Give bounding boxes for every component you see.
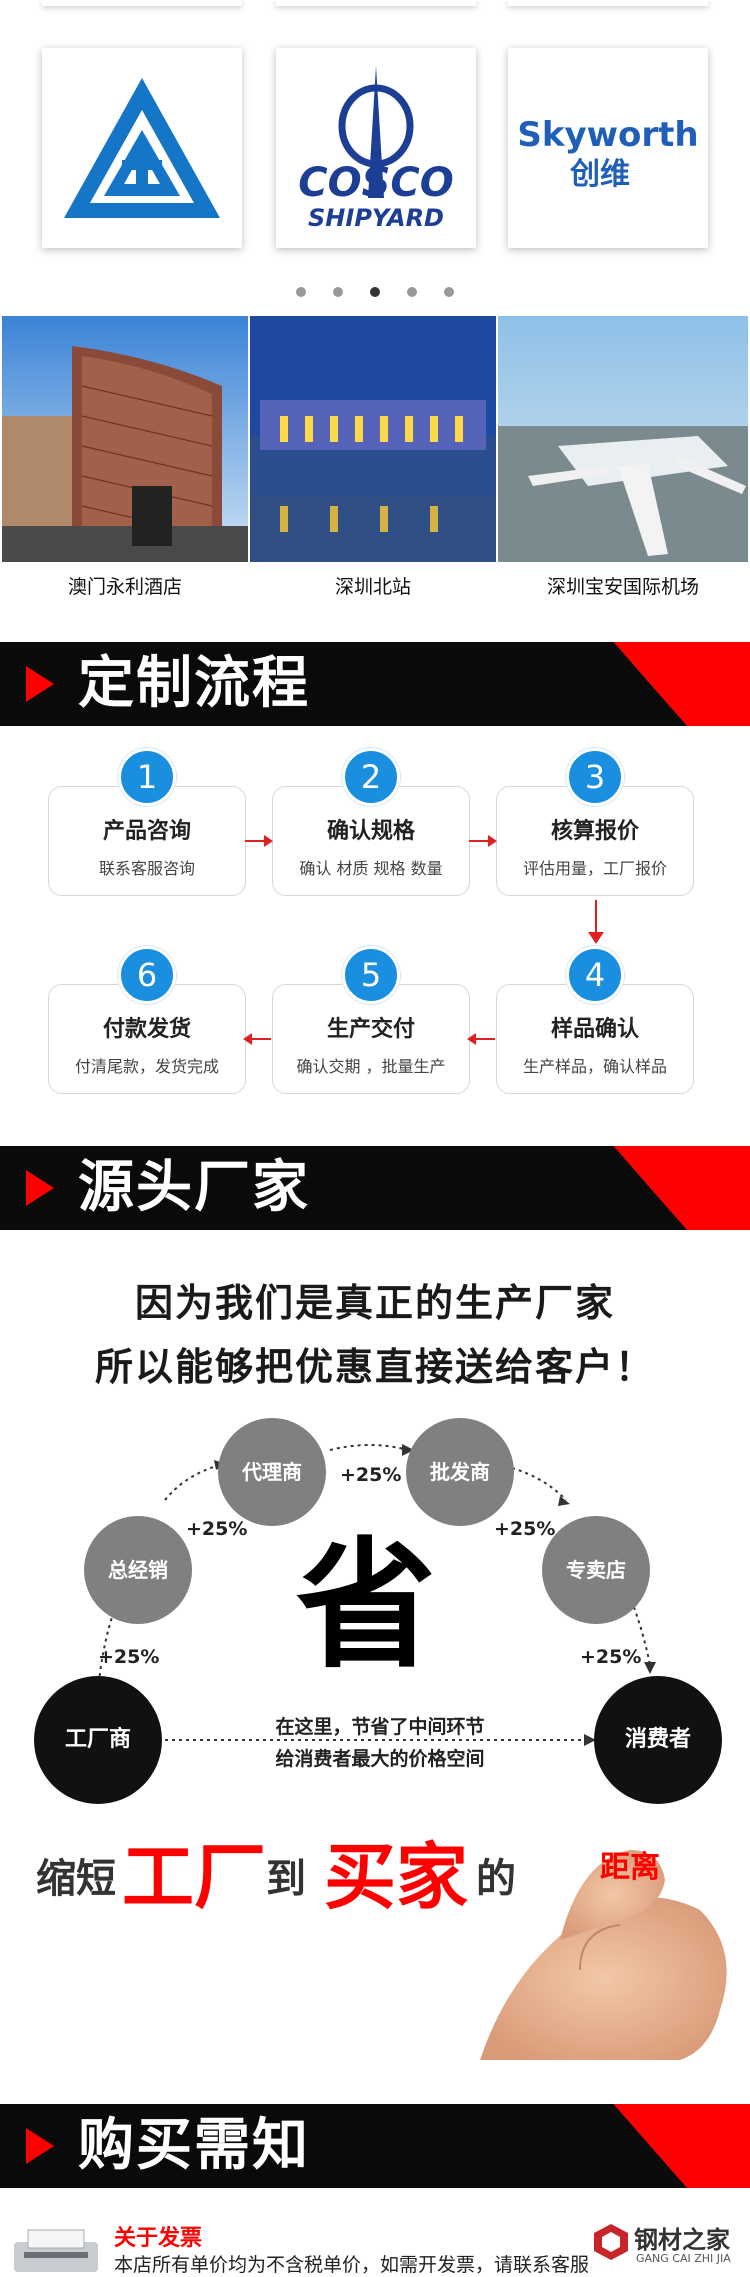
section-title: 定制流程 [78, 651, 310, 716]
card-edge [42, 0, 242, 6]
carousel-dot[interactable] [332, 287, 343, 297]
node-wholesaler: 批发商 [406, 1418, 514, 1526]
markup-label: +25% [494, 1518, 556, 1540]
step-title: 产品咨询 [102, 819, 191, 844]
step-number-badge: 2 [342, 748, 400, 806]
project-photo-baoan-airport [498, 316, 748, 562]
factory-headline-2: 所以能够把优惠直接送给客户！ [94, 1345, 655, 1389]
card-edge [276, 0, 476, 6]
section-title: 源头厂家 [78, 1155, 310, 1220]
svg-text:Skyworth: Skyworth [517, 115, 698, 155]
step-title: 核算报价 [550, 819, 639, 844]
card-edge [508, 0, 708, 6]
play-icon [26, 1170, 54, 1206]
section-banner-purchase: 购买需知 [0, 2104, 750, 2188]
brand-cube-icon [594, 2224, 628, 2260]
printer-icon [14, 2229, 98, 2272]
step-number-badge: 5 [342, 946, 400, 1004]
slogan-part: 买家 [324, 1835, 469, 1919]
carousel-dot[interactable] [295, 287, 306, 297]
step-subtitle: 确认交期 ，批量生产 [296, 1057, 446, 1076]
carousel-dot[interactable] [444, 287, 455, 297]
logo-card-triangle[interactable] [42, 48, 242, 248]
factory-headline-1: 因为我们是真正的生产厂家 [134, 1281, 615, 1325]
step-title: 付款发货 [102, 1017, 191, 1042]
watermark-en: GANG CAI ZHI JIA [636, 2252, 731, 2265]
watermark-cn: 钢材之家 [634, 2226, 730, 2254]
invoice-text: 本店所有单价均为不含税单价，如需开发票，请联系客服 [114, 2254, 590, 2276]
process-step-2: 确认规格 确认 材质 规格 数量 [272, 786, 470, 896]
step-subtitle: 生产样品，确认样品 [522, 1057, 667, 1076]
section-banner-process: 定制流程 [0, 642, 750, 726]
watermark: 钢材之家 GANG CAI ZHI JIA [590, 2218, 750, 2272]
project-photo-wynn [2, 316, 248, 562]
slogan-part: 工厂 [122, 1835, 267, 1919]
cosco-logo: COSCO SHIPYARD [298, 66, 454, 232]
svg-text:COSCO: COSCO [298, 160, 454, 206]
carousel-dots [0, 282, 750, 301]
markup-label: +25% [186, 1518, 248, 1540]
step-title: 样品确认 [550, 1017, 639, 1042]
section-title: 购买需知 [78, 2113, 310, 2178]
savings-note-1: 在这里，节省了中间环节 [275, 1716, 485, 1738]
svg-text:SHIPYARD: SHIPYARD [308, 204, 444, 232]
step-number-badge: 1 [118, 748, 176, 806]
node-general-distributor: 总经销 [84, 1516, 192, 1624]
arrow-right-icon [245, 835, 273, 847]
node-agent: 代理商 [218, 1418, 326, 1526]
slogan-part: 到 [266, 1856, 306, 1902]
carousel-dot[interactable] [407, 287, 418, 297]
step-subtitle: 联系客服咨询 [98, 859, 195, 878]
step-number-badge: 3 [566, 748, 624, 806]
step-number-badge: 4 [566, 946, 624, 1004]
step-subtitle: 付清尾款，发货完成 [74, 1057, 219, 1076]
arrow-right-icon [469, 835, 497, 847]
triangle-logo [64, 78, 220, 218]
project-caption: 澳门永利酒店 [67, 576, 182, 598]
node-retail-store: 专卖店 [542, 1516, 650, 1624]
markup-label: +25% [580, 1646, 642, 1668]
project-caption: 深圳宝安国际机场 [546, 576, 699, 598]
step-subtitle: 确认 材质 规格 数量 [299, 859, 443, 878]
arrow-left-icon [243, 1033, 271, 1045]
logo-card-cosco[interactable]: COSCO SHIPYARD [276, 48, 476, 248]
slogan-part: 距离 [600, 1850, 660, 1885]
svg-text:创维: 创维 [569, 157, 630, 192]
invoice-title: 关于发票 [114, 2226, 203, 2251]
save-character: 省 [296, 1525, 437, 1688]
step-number-badge: 6 [118, 946, 176, 1004]
project-photo-shenzhen-north [250, 316, 496, 562]
process-step-1: 产品咨询 联系客服咨询 [48, 786, 246, 896]
markup-label: +25% [340, 1464, 402, 1486]
node-factory: 工厂商 [34, 1676, 162, 1804]
process-step-3: 核算报价 评估用量，工厂报价 [496, 786, 694, 896]
markup-label: +25% [98, 1646, 160, 1668]
skyworth-logo: Skyworth 创维 [517, 115, 698, 192]
logo-card-skyworth[interactable]: Skyworth 创维 [508, 48, 708, 248]
step-title: 生产交付 [326, 1017, 415, 1042]
savings-note-2: 给消费者最大的价格空间 [275, 1748, 485, 1770]
slogan-part: 缩短 [36, 1856, 116, 1902]
arrow-down-icon [588, 900, 604, 944]
play-icon [26, 2128, 54, 2164]
slogan-part: 的 [476, 1856, 516, 1902]
node-consumer: 消费者 [594, 1676, 722, 1804]
play-icon [26, 666, 54, 702]
section-banner-factory: 源头厂家 [0, 1146, 750, 1230]
project-caption: 深圳北站 [334, 576, 411, 598]
arrow-left-icon [467, 1033, 495, 1045]
hand-gesture-image [480, 1850, 727, 2060]
step-subtitle: 评估用量，工厂报价 [522, 859, 667, 878]
carousel-dot-active[interactable] [370, 287, 380, 297]
step-title: 确认规格 [326, 819, 415, 844]
